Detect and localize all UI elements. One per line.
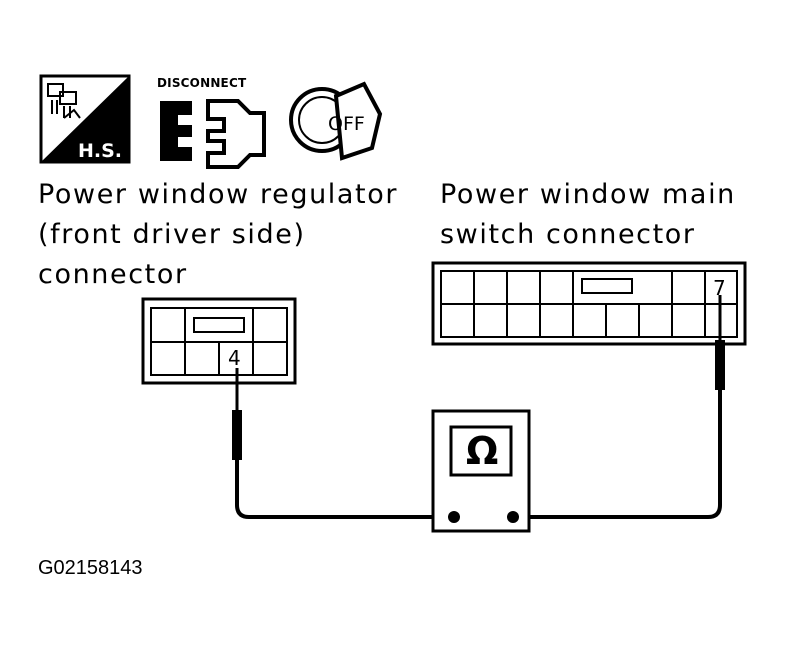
disconnect-text: DISCONNECT [157,76,247,90]
ohmmeter-terminal-right [507,511,519,523]
main-switch-connector-lock [581,278,633,294]
regulator-label-line-2: (front driver side) [38,219,306,250]
main-switch-label-line-2: switch connector [440,219,696,250]
main-switch-connector-label: Power window main switch connector [440,179,736,250]
regulator-label-line-3: connector [38,259,188,290]
off-text: OFF [328,113,365,135]
right-lead-wire [513,390,722,519]
regulator-connector-lock [193,317,245,333]
harness-service-icon: H.S. [39,74,131,164]
ohm-symbol: Ω [466,429,498,473]
regulator-connector-label: Power window regulator (front driver sid… [38,179,398,290]
ohmmeter-terminal-left [448,511,460,523]
main-switch-pin-7: 7 [713,276,726,300]
main-switch-label-line-1: Power window main [440,179,736,210]
ohmmeter-icon: Ω [431,409,531,533]
regulator-pin-4: 4 [228,346,241,370]
right-test-probe [715,295,725,390]
main-switch-connector: 7 [431,261,747,346]
ignition-key-off-icon: OFF [289,81,383,161]
left-test-probe [232,368,242,460]
figure-code: G02158143 [38,557,143,579]
regulator-label-line-1: Power window regulator [38,179,398,210]
hs-text: H.S. [78,140,122,162]
disconnect-connector-icon: DISCONNECT [157,76,266,169]
regulator-connector: 4 [141,297,297,385]
left-lead-wire [235,460,454,519]
